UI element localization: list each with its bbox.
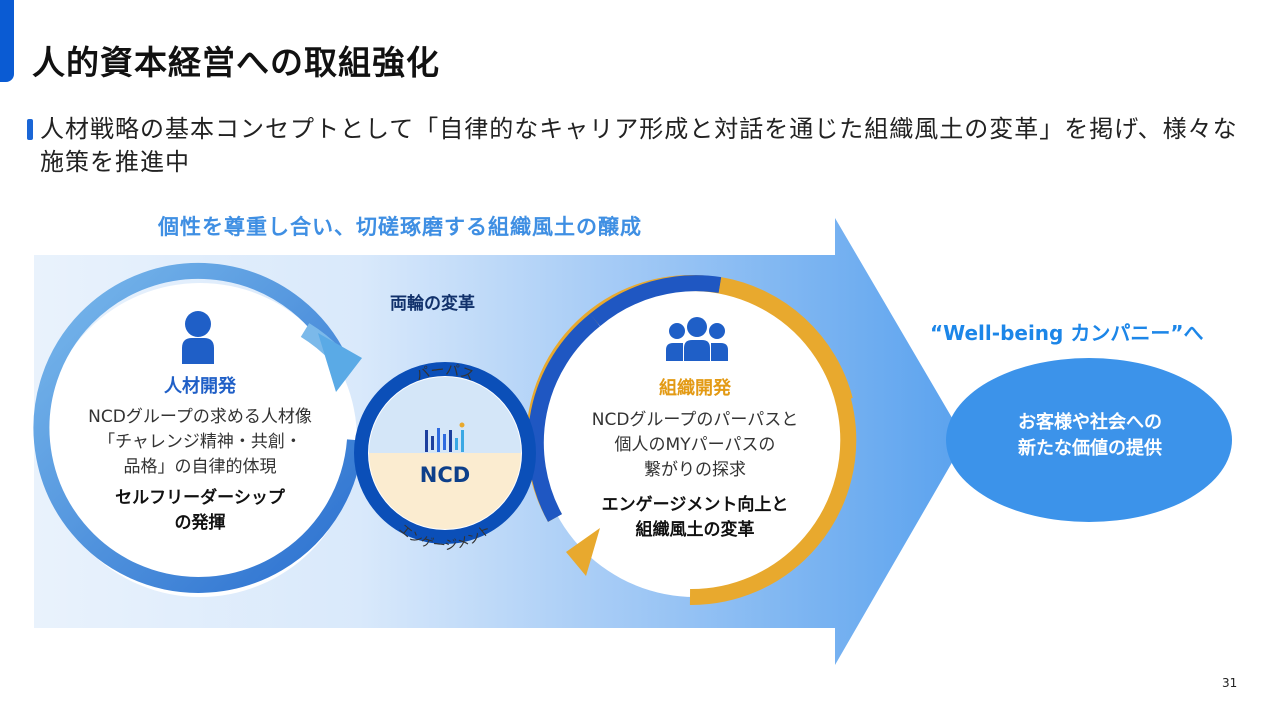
group-icon xyxy=(666,317,728,361)
right-body-line: NCDグループのパーパスと xyxy=(591,410,799,430)
right-ring-arrowhead xyxy=(566,528,600,576)
right-circle-bold: エンゲージメント向上と 組織風土の変革 xyxy=(565,493,825,543)
center-heading: 両輪の変革 xyxy=(390,294,475,314)
left-body-line: 「チャレンジ精神・共創・ xyxy=(98,432,302,452)
left-ring-arrowhead xyxy=(318,333,362,392)
goal-ellipse xyxy=(946,358,1232,522)
left-body-line: NCDグループの求める人材像 xyxy=(88,407,312,427)
page-number: 31 xyxy=(1222,676,1238,690)
goal-text: お客様や社会への 新たな価値の提供 xyxy=(960,410,1220,462)
page-title: 人的資本経営への取組強化 xyxy=(32,43,440,82)
corner-accent-bar xyxy=(0,0,14,82)
goal-text-line: 新たな価値の提供 xyxy=(1018,438,1162,459)
ncd-logo-text: NCD xyxy=(419,463,471,487)
ncd-logo-mark xyxy=(425,422,465,452)
left-circle-body: NCDグループの求める人材像 「チャレンジ精神・共創・ 品格」の自律的体現 xyxy=(60,405,340,480)
lead-text: 人材戦略の基本コンセプトとして「自律的なキャリア形成と対話を通じた組織風土の変革… xyxy=(40,115,1238,176)
lead-bullet-mark xyxy=(27,119,33,140)
goal-text-line: お客様や社会への xyxy=(1018,412,1162,433)
left-circle-heading: 人材開発 xyxy=(164,376,236,397)
right-bold-line: エンゲージメント向上と xyxy=(601,495,789,515)
arrow-heading: 個性を尊重し合い、切磋琢磨する組織風土の醸成 xyxy=(158,215,642,239)
left-circle xyxy=(33,262,363,597)
right-bold-line: 組織風土の変革 xyxy=(635,520,755,540)
goal-label: “Well-being カンパニー”へ xyxy=(930,321,1204,345)
right-circle-heading: 組織開発 xyxy=(659,378,731,399)
right-body-line: 繋がりの探求 xyxy=(644,460,746,480)
right-circle xyxy=(526,275,857,606)
left-circle-bold: セルフリーダーシップ の発揮 xyxy=(80,486,320,536)
right-body-line: 個人のMYパーパスの xyxy=(614,435,776,455)
person-icon xyxy=(182,311,214,364)
left-bold-line: セルフリーダーシップ xyxy=(115,488,285,508)
left-bold-line: の発揮 xyxy=(174,513,226,533)
right-circle-body: NCDグループのパーパスと 個人のMYパーパスの 繋がりの探求 xyxy=(555,408,835,483)
left-body-line: 品格」の自律的体現 xyxy=(123,457,277,477)
